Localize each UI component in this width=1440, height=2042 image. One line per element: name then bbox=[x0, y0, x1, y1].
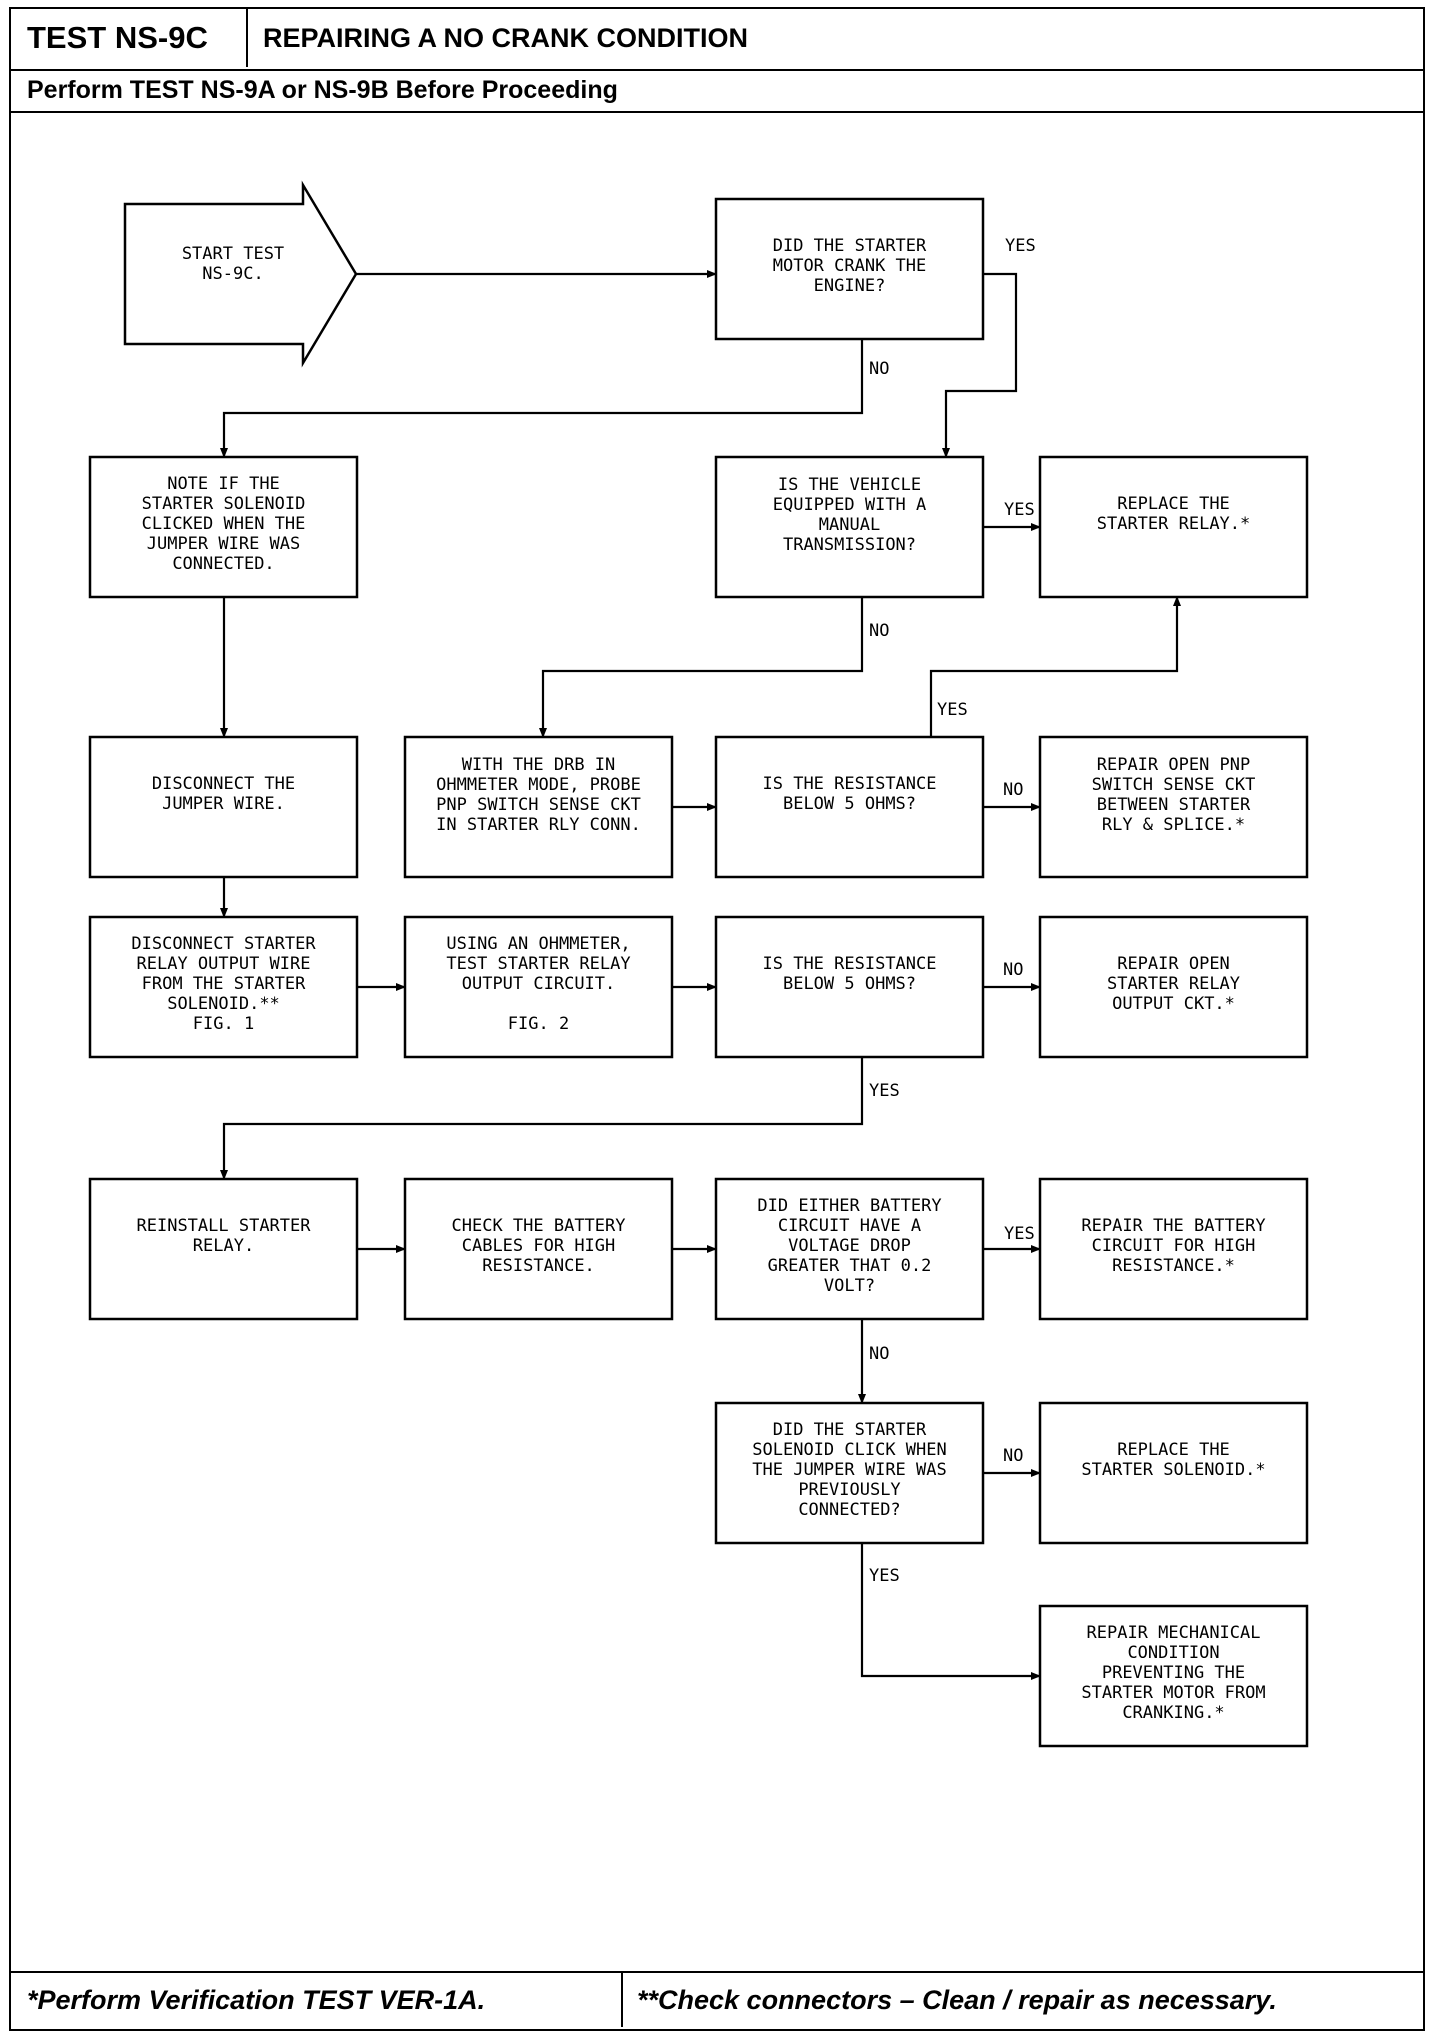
edge-crank-yes bbox=[942, 272, 1018, 458]
edge-manual-no bbox=[539, 597, 864, 738]
reinstall-relay-node bbox=[88, 1177, 359, 1321]
q-crank-node bbox=[714, 197, 985, 341]
label-click-yes: YES bbox=[869, 1566, 900, 1586]
disconnect-output-node bbox=[88, 915, 359, 1059]
label-crank-yes: YES bbox=[1005, 236, 1036, 256]
q-res2-node bbox=[714, 915, 985, 1059]
header-row: TEST NS-9C REPAIRING A NO CRANK CONDITIO… bbox=[11, 9, 1423, 71]
q-voltage-node bbox=[714, 1177, 985, 1321]
edge-res2-yes bbox=[220, 1057, 864, 1180]
repair-battery-node bbox=[1038, 1177, 1309, 1321]
page-title: REPAIRING A NO CRANK CONDITION bbox=[263, 23, 748, 53]
repair-pnp-node bbox=[1038, 735, 1309, 879]
label-voltage-yes: YES bbox=[1004, 1224, 1035, 1244]
footer-note-verification: *Perform Verification TEST VER-1A. bbox=[11, 1973, 623, 2027]
q-res1-node bbox=[714, 735, 985, 879]
replace-relay-node bbox=[1038, 455, 1309, 599]
label-res2-no: NO bbox=[1003, 960, 1023, 980]
label-res1-no: NO bbox=[1003, 780, 1023, 800]
start-arrow-node bbox=[123, 180, 358, 368]
footer-note-connectors: **Check connectors – Clean / repair as n… bbox=[637, 1985, 1277, 2015]
q-manual-node bbox=[714, 455, 985, 599]
label-res2-yes: YES bbox=[869, 1081, 900, 1101]
label-manual-yes: YES bbox=[1004, 500, 1035, 520]
label-click-no: NO bbox=[1003, 1446, 1023, 1466]
flowchart-page: TEST NS-9C REPAIRING A NO CRANK CONDITIO… bbox=[9, 7, 1425, 2031]
drb-probe-node bbox=[403, 735, 674, 879]
test-id: TEST NS-9C bbox=[11, 9, 248, 67]
footer: *Perform Verification TEST VER-1A. **Che… bbox=[11, 1971, 1423, 2029]
label-res1-yes: YES bbox=[937, 700, 968, 720]
check-cables-node bbox=[403, 1177, 674, 1321]
note-solenoid-node bbox=[88, 455, 359, 599]
disconnect-jumper-node bbox=[88, 735, 359, 879]
ohmmeter-test-node bbox=[403, 915, 674, 1059]
edge-click-yes bbox=[860, 1543, 1041, 1680]
repair-mech-node bbox=[1038, 1604, 1309, 1748]
prerequisite-note: Perform TEST NS-9A or NS-9B Before Proce… bbox=[11, 69, 1423, 113]
q-click-node bbox=[714, 1401, 985, 1545]
repair-output-node bbox=[1038, 915, 1309, 1059]
edge-res1-yes bbox=[929, 596, 1181, 737]
replace-solenoid-node bbox=[1038, 1401, 1309, 1545]
edge-crank-no bbox=[220, 339, 864, 458]
label-manual-no: NO bbox=[869, 621, 889, 641]
label-crank-no: NO bbox=[869, 359, 889, 379]
label-voltage-no: NO bbox=[869, 1344, 889, 1364]
